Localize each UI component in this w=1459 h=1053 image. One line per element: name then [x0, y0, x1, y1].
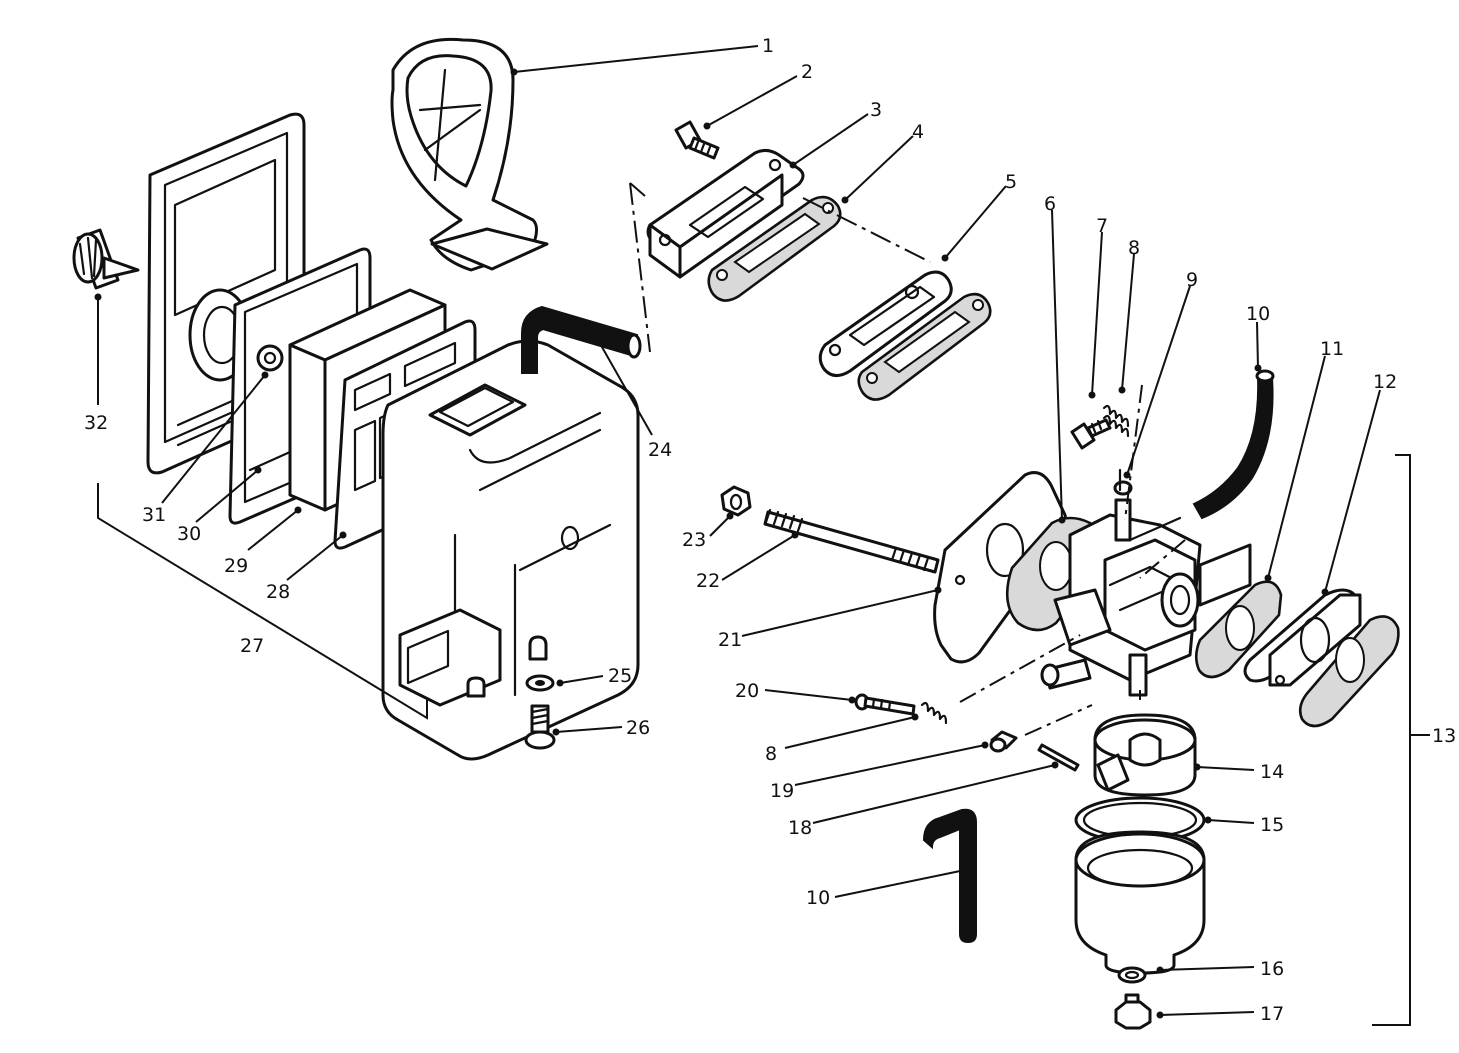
callout-10-lower: 10 — [806, 887, 830, 909]
callout-17: 17 — [1260, 1003, 1284, 1025]
bowl-nut-17-part — [1114, 993, 1152, 1030]
callout-10-top: 10 — [1246, 303, 1270, 325]
nut-23-part — [720, 485, 752, 517]
gasket-5-part — [818, 270, 992, 401]
float-14-part — [1093, 713, 1197, 797]
callout-6: 6 — [1044, 193, 1056, 215]
callout-15: 15 — [1260, 814, 1284, 836]
callout-13: 13 — [1432, 725, 1456, 747]
spring-8-top-part — [1102, 404, 1130, 438]
gasket-11-part — [1194, 580, 1283, 679]
callout-8-top: 8 — [1128, 237, 1140, 259]
callout-19: 19 — [770, 780, 794, 802]
callout-14: 14 — [1260, 761, 1284, 783]
callout-28: 28 — [266, 581, 290, 603]
callout-30: 30 — [177, 523, 201, 545]
fuel-hose-part — [1192, 369, 1275, 520]
air-cleaner-housing-part — [381, 339, 640, 761]
callout-25: 25 — [608, 665, 632, 687]
callout-5: 5 — [1005, 171, 1017, 193]
washer-16-part — [1117, 966, 1147, 984]
screw-20-part — [854, 693, 916, 716]
callout-2: 2 — [801, 61, 813, 83]
insulator-12-part — [1243, 588, 1400, 728]
pin-18-part — [1037, 743, 1080, 772]
callout-7: 7 — [1096, 215, 1108, 237]
callout-27: 27 — [240, 635, 264, 657]
callout-9: 9 — [1186, 269, 1198, 291]
float-bowl-part — [1074, 830, 1206, 975]
callout-1: 1 — [762, 35, 774, 57]
spring-8-lower-part — [920, 701, 948, 725]
callout-8-lower: 8 — [765, 743, 777, 765]
screw-2-part — [674, 120, 720, 160]
washer-25-part — [525, 674, 555, 692]
knob-screw-part — [72, 228, 140, 290]
screw-26-part — [524, 704, 556, 750]
callout-32: 32 — [84, 412, 108, 434]
jet-19-part — [989, 730, 1018, 753]
callout-26: 26 — [626, 717, 650, 739]
callout-4: 4 — [912, 121, 924, 143]
stud-22-part — [763, 508, 940, 574]
callout-31: 31 — [142, 504, 166, 526]
fuel-hose-loose-part — [922, 808, 977, 944]
callout-3: 3 — [870, 99, 882, 121]
leader-lines — [94, 45, 1430, 1019]
callout-11: 11 — [1320, 338, 1344, 360]
callout-21: 21 — [718, 629, 742, 651]
breather-hose-part — [521, 305, 642, 374]
screw-7-part — [1070, 418, 1112, 450]
callout-12: 12 — [1373, 371, 1397, 393]
callout-24: 24 — [648, 439, 672, 461]
alignment-line — [629, 182, 931, 353]
bracket-13 — [1372, 454, 1411, 1026]
callout-labels: 1 2 3 4 5 6 7 8 9 10 11 12 13 14 15 16 1… — [84, 35, 1456, 1025]
callout-29: 29 — [224, 555, 248, 577]
insulator-block-part — [646, 148, 805, 279]
bracket-27 — [97, 483, 428, 720]
gasket-4-part — [707, 195, 842, 302]
carburetor-body-part — [1040, 468, 1252, 697]
air-intake-elbow-part — [390, 37, 549, 272]
callout-20: 20 — [735, 680, 759, 702]
callout-23: 23 — [682, 529, 706, 551]
callout-16: 16 — [1260, 958, 1284, 980]
callout-22: 22 — [696, 570, 720, 592]
callout-18: 18 — [788, 817, 812, 839]
